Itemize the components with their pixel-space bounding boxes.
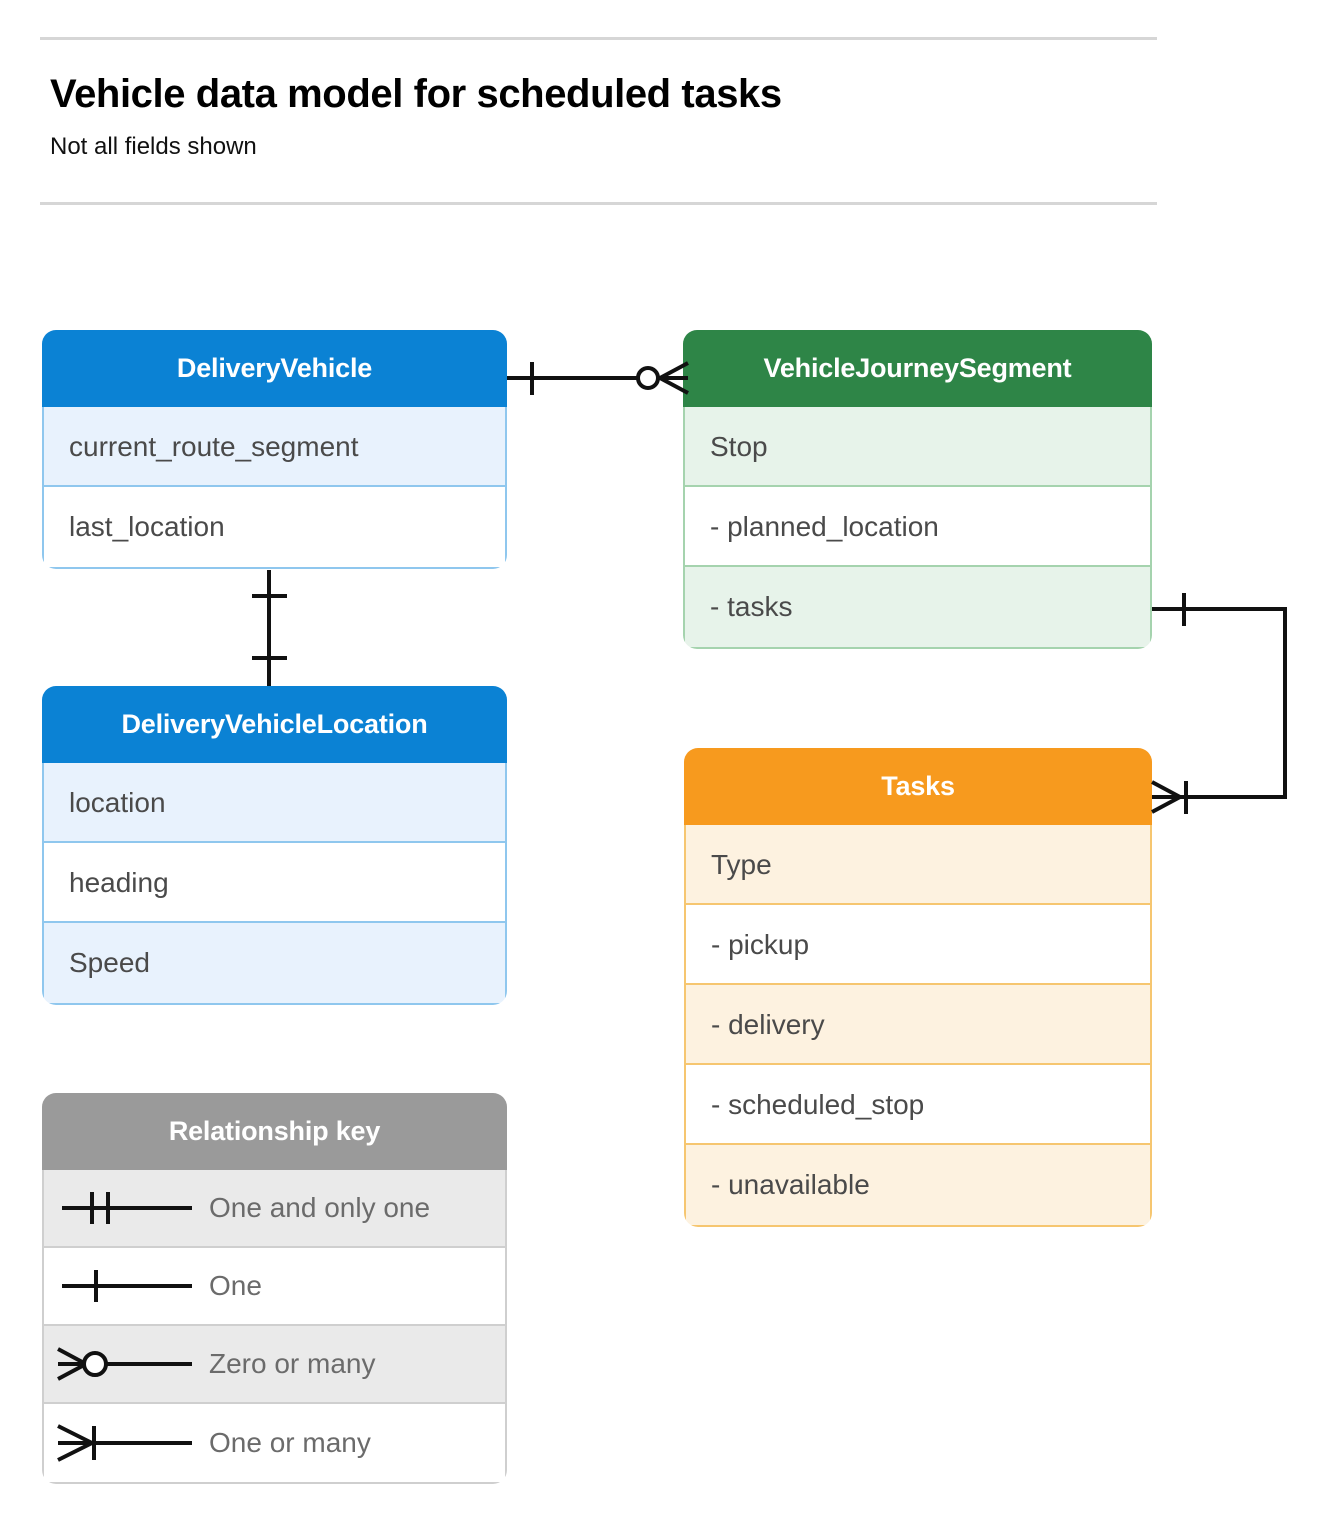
entity-delivery-vehicle-location[interactable]: DeliveryVehicleLocation location heading… <box>42 686 507 1005</box>
legend-row[interactable]: Zero or many <box>44 1326 505 1404</box>
relationship-deliveryvehicle-deliveryvehiclelocation <box>252 570 287 686</box>
entity-field[interactable]: - pickup <box>686 905 1150 985</box>
entity-field[interactable]: heading <box>44 843 505 923</box>
zero-or-many-icon <box>57 1347 192 1381</box>
entity-field[interactable]: - scheduled_stop <box>686 1065 1150 1145</box>
one-icon <box>62 1270 192 1302</box>
legend-label: One <box>209 1270 262 1301</box>
one-or-many-icon <box>57 1424 192 1462</box>
entity-field[interactable]: - planned_location <box>685 487 1150 567</box>
header-divider-top <box>40 37 1157 40</box>
entity-field[interactable]: - tasks <box>685 567 1150 647</box>
entity-title: DeliveryVehicleLocation <box>42 686 507 763</box>
entity-field[interactable]: - delivery <box>686 985 1150 1065</box>
entity-field[interactable]: Stop <box>685 407 1150 487</box>
entity-vehicle-journey-segment[interactable]: VehicleJourneySegment Stop - planned_loc… <box>683 330 1152 649</box>
entity-title: VehicleJourneySegment <box>683 330 1152 407</box>
header-divider-bottom <box>40 202 1157 205</box>
relationship-vehiclejourneysegment-tasks <box>1151 593 1287 814</box>
entity-field-list: location heading Speed <box>42 763 507 1005</box>
entity-field-list: Stop - planned_location - tasks <box>683 407 1152 649</box>
entity-field-list: Type - pickup - delivery - scheduled_sto… <box>684 825 1152 1227</box>
legend-label: One or many <box>209 1427 371 1458</box>
entity-title: DeliveryVehicle <box>42 330 507 407</box>
legend-row[interactable]: One <box>44 1248 505 1326</box>
entity-field[interactable]: last_location <box>44 487 505 567</box>
legend-row[interactable]: One and only one <box>44 1170 505 1248</box>
relationship-deliveryvehicle-vehiclejourneysegment <box>507 361 689 395</box>
legend-label: Zero or many <box>209 1348 376 1379</box>
entity-field[interactable]: Type <box>686 825 1150 905</box>
entity-field[interactable]: current_route_segment <box>44 407 505 487</box>
legend-row-list: One and only one One Zero or many <box>42 1170 507 1484</box>
page-subtitle: Not all fields shown <box>50 133 257 160</box>
entity-tasks[interactable]: Tasks Type - pickup - delivery - schedul… <box>684 748 1152 1227</box>
page-title: Vehicle data model for scheduled tasks <box>50 72 782 116</box>
entity-field[interactable]: Speed <box>44 923 505 1003</box>
legend-row[interactable]: One or many <box>44 1404 505 1482</box>
legend-label: One and only one <box>209 1192 431 1223</box>
entity-delivery-vehicle[interactable]: DeliveryVehicle current_route_segment la… <box>42 330 507 569</box>
one-and-only-one-icon <box>62 1192 192 1224</box>
entity-field-list: current_route_segment last_location <box>42 407 507 569</box>
entity-field[interactable]: location <box>44 763 505 843</box>
legend-title: Relationship key <box>42 1093 507 1170</box>
entity-field[interactable]: - unavailable <box>686 1145 1150 1225</box>
legend-relationship-key[interactable]: Relationship key One and only one One <box>42 1093 507 1484</box>
entity-title: Tasks <box>684 748 1152 825</box>
